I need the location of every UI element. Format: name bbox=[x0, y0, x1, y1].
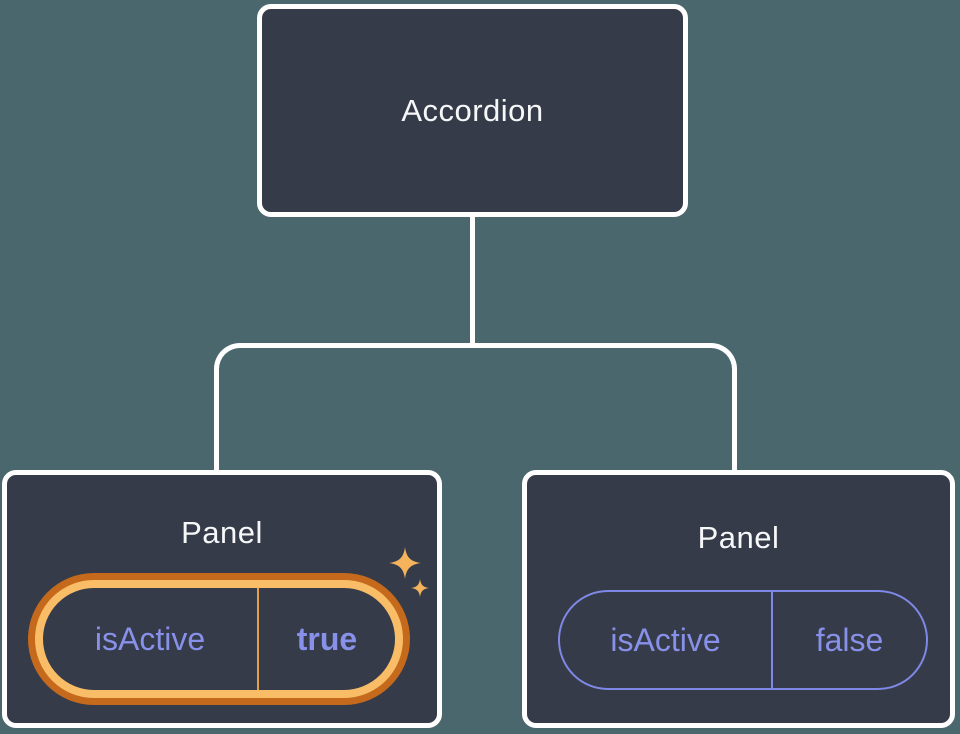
pill-divider bbox=[771, 592, 773, 688]
tree-connector-bracket bbox=[214, 343, 737, 470]
panel-node-active: Panel isActive true bbox=[2, 470, 442, 728]
panel-node-label: Panel bbox=[181, 515, 263, 550]
panel-node-inactive: Panel isActive false bbox=[522, 470, 955, 728]
sparkle-large-icon bbox=[389, 547, 421, 579]
accordion-node: Accordion bbox=[257, 4, 688, 217]
state-value: false bbox=[815, 621, 884, 658]
state-key: isActive bbox=[610, 621, 721, 658]
state-pill-active: isActive true bbox=[35, 580, 403, 698]
state-value: true bbox=[296, 620, 358, 657]
sparkles-icon bbox=[388, 546, 436, 604]
state-pill-inactive: isActive false bbox=[558, 590, 928, 690]
tree-connector-stem bbox=[470, 217, 475, 343]
pill-divider bbox=[257, 588, 259, 690]
state-key: isActive bbox=[94, 620, 206, 657]
accordion-node-label: Accordion bbox=[401, 92, 544, 128]
sparkle-small-icon bbox=[411, 579, 429, 597]
panel-node-label: Panel bbox=[697, 520, 780, 555]
